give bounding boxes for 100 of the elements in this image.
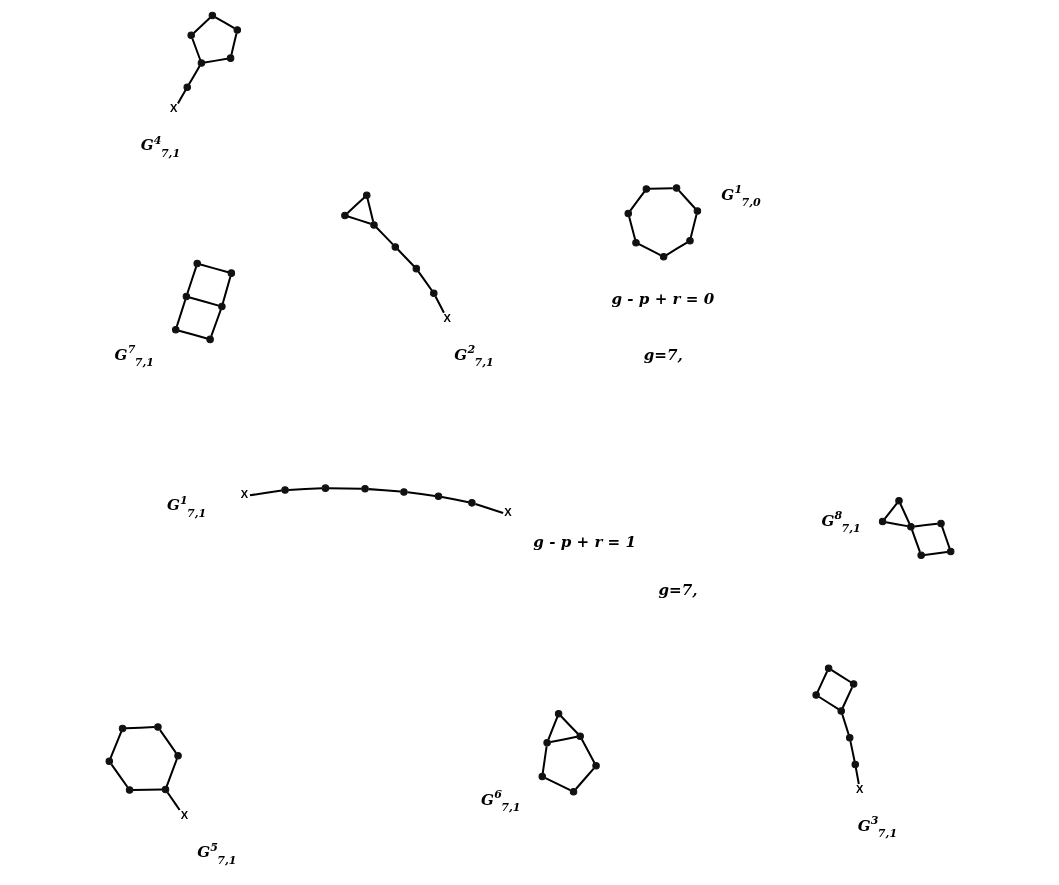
node-dot [467, 499, 476, 507]
node-dot [824, 664, 832, 672]
connector [406, 491, 435, 497]
node-text: X [855, 782, 863, 795]
node-dot [369, 221, 378, 229]
node-dot [192, 259, 201, 268]
connector [209, 309, 222, 337]
connector [559, 715, 579, 735]
node-dot [391, 243, 399, 251]
connector [638, 243, 661, 256]
node-dot [360, 485, 369, 493]
node-dot [161, 785, 169, 794]
node-dot [851, 760, 859, 769]
connector [199, 263, 228, 274]
node-dot [936, 519, 945, 528]
connector [830, 669, 851, 684]
label: g=7, [643, 345, 683, 364]
node-dot [227, 269, 235, 277]
node-dot [173, 752, 182, 760]
connector [328, 487, 362, 490]
connector [854, 767, 860, 785]
node-dot [217, 302, 226, 311]
connector [204, 57, 227, 64]
node-dot [569, 787, 577, 796]
node-dot [849, 680, 857, 688]
node-dot [554, 709, 562, 718]
node-dot [429, 289, 438, 297]
connector [883, 502, 898, 520]
node-dot [105, 757, 113, 766]
node-dot [118, 724, 126, 733]
node-dot [845, 734, 853, 742]
node-dot [693, 207, 701, 215]
node-dot [906, 523, 915, 531]
node-dot [125, 786, 133, 794]
node-text: X [443, 311, 451, 324]
connector [158, 729, 177, 754]
connector [665, 241, 687, 256]
connector [649, 187, 673, 190]
connector [175, 299, 186, 327]
node-dot [208, 11, 216, 20]
node-text: X [503, 506, 512, 519]
connector [899, 503, 910, 524]
connector [165, 758, 178, 787]
connector [166, 791, 180, 811]
connector [368, 488, 400, 493]
node-dot [672, 184, 680, 192]
connector [346, 196, 365, 214]
connector [818, 696, 839, 711]
connector [474, 503, 503, 514]
connector [629, 190, 645, 212]
node-dot [631, 238, 640, 247]
connector [287, 487, 322, 491]
node-dot [685, 236, 694, 245]
node-dot [916, 551, 925, 560]
connector [214, 16, 235, 30]
node-dot [399, 488, 408, 496]
connector [940, 526, 950, 549]
connector [574, 767, 594, 790]
connector [580, 738, 595, 764]
connector [885, 521, 908, 528]
connector [541, 746, 548, 774]
connector [375, 226, 394, 246]
connector [848, 740, 856, 762]
connector [366, 198, 374, 222]
connector [221, 276, 231, 304]
connector [249, 489, 282, 497]
connector [176, 89, 186, 104]
node-text: X [180, 809, 188, 822]
connector [229, 33, 237, 55]
connector [547, 716, 558, 740]
node-dot [226, 54, 234, 62]
connector [178, 329, 207, 340]
connector [192, 17, 210, 34]
connector [841, 686, 853, 709]
connector [677, 190, 696, 210]
connector [434, 296, 445, 314]
connector [125, 726, 155, 730]
node-dot [340, 211, 349, 220]
node-dot [153, 723, 162, 731]
label: g - p + r = 0 [611, 289, 714, 308]
connector [110, 763, 128, 788]
connector [187, 65, 201, 85]
node-dot [836, 707, 845, 715]
node-dot [538, 772, 546, 781]
node-dot [171, 326, 179, 334]
node-dot [623, 209, 632, 218]
connector [191, 38, 201, 61]
node-dot [182, 83, 191, 91]
label: g - p + r = 1 [532, 532, 636, 551]
connector [816, 671, 828, 693]
node-dot [659, 252, 667, 261]
node-text: X [240, 487, 248, 500]
connector [913, 522, 937, 528]
node-dot [811, 691, 820, 699]
node-dot [321, 484, 329, 492]
label: g=7, [657, 581, 697, 600]
node-dot [182, 292, 190, 301]
connector [132, 788, 162, 791]
connector [441, 496, 469, 504]
node-dot [542, 738, 551, 747]
